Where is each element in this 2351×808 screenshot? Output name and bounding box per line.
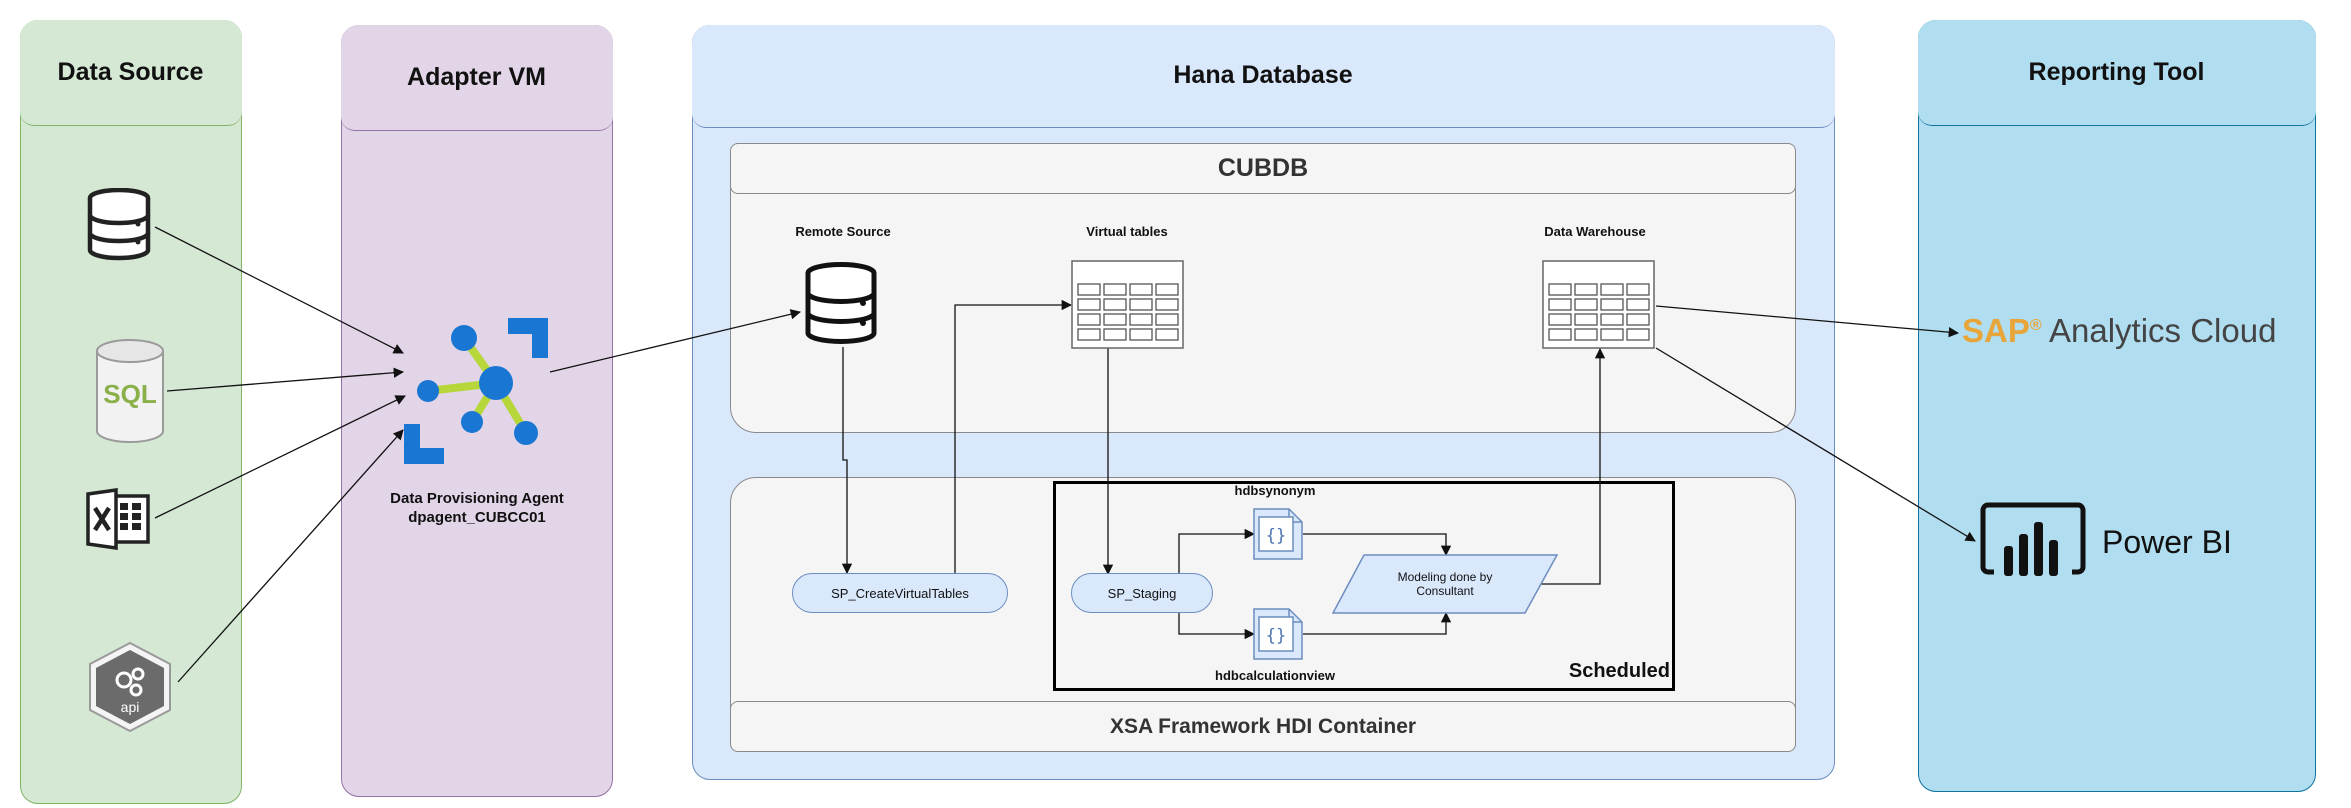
reporting-tool-title: Reporting Tool	[2028, 57, 2205, 86]
hana-database-header: Hana Database	[691, 24, 1835, 128]
database-icon	[87, 188, 151, 261]
xsa-footer: XSA Framework HDI Container	[730, 701, 1796, 752]
hdbsynonym-label: hdbsynonym	[1234, 483, 1316, 498]
agent-label-line1: Data Provisioning Agent	[390, 490, 564, 507]
hdbcalculationview-label: hdbcalculationview	[1215, 668, 1335, 683]
virtual-tables-label: Virtual tables	[1086, 224, 1168, 239]
api-icon: api	[84, 640, 176, 734]
sp-staging-node: SP_Staging	[1071, 573, 1213, 613]
excel-icon	[86, 488, 150, 550]
scheduled-label: Scheduled	[1568, 660, 1670, 682]
virtual-tables-table-icon	[1071, 260, 1184, 349]
sp-create-virtual-tables-node: SP_CreateVirtualTables	[792, 573, 1008, 613]
reporting-tool-header: Reporting Tool	[1917, 19, 2316, 126]
api-hexagon-icon	[89, 641, 171, 733]
sql-cylinder-icon	[96, 339, 164, 443]
sp-create-virtual-tables-label: SP_CreateVirtualTables	[831, 585, 969, 601]
api-label: api	[120, 699, 140, 715]
modeling-label: Modeling done by Consultant	[1397, 570, 1493, 598]
hana-database-title: Hana Database	[1173, 61, 1353, 89]
sap-analytics-cloud-logo: SAP® Analytics Cloud	[1962, 312, 2276, 350]
agent-label-line2: dpagent_CUBCC01	[408, 509, 546, 526]
power-bi-label: Power BI	[2102, 524, 2232, 560]
xsa-title: XSA Framework HDI Container	[1109, 714, 1417, 738]
cubdb-title: CUBDB	[1217, 154, 1309, 182]
svg-text:{}: {}	[1266, 526, 1286, 546]
power-bi-icon	[1980, 502, 2086, 576]
hdbsynonym-file-icon: {}	[1253, 508, 1303, 560]
svg-text:{}: {}	[1266, 626, 1286, 646]
hdbcalculationview-file-icon: {}	[1253, 608, 1303, 660]
modeling-node-shape	[1332, 554, 1558, 614]
data-warehouse-label: Data Warehouse	[1544, 224, 1646, 239]
remote-source-label: Remote Source	[795, 224, 891, 239]
sap-product-text: Analytics Cloud	[2041, 312, 2277, 349]
data-source-header: Data Source	[19, 19, 242, 126]
adapter-vm-title: Adapter VM	[407, 62, 546, 91]
data-provisioning-agent-icon	[404, 318, 548, 464]
reporting-tool-lane: Reporting Tool	[1917, 19, 2316, 792]
adapter-vm-header: Adapter VM	[340, 24, 613, 131]
sql-label: SQL	[103, 379, 157, 409]
sap-registered-mark: ®	[2029, 317, 2042, 334]
scheduled-box	[1053, 481, 1675, 691]
sql-database-icon: SQL	[94, 337, 166, 445]
remote-source-database-icon	[805, 262, 877, 344]
data-source-title: Data Source	[57, 57, 204, 86]
cubdb-header: CUBDB	[730, 143, 1796, 194]
data-warehouse-table-icon	[1542, 260, 1655, 349]
sap-brand-text: SAP	[1962, 312, 2030, 349]
sp-staging-label: SP_Staging	[1107, 585, 1177, 601]
